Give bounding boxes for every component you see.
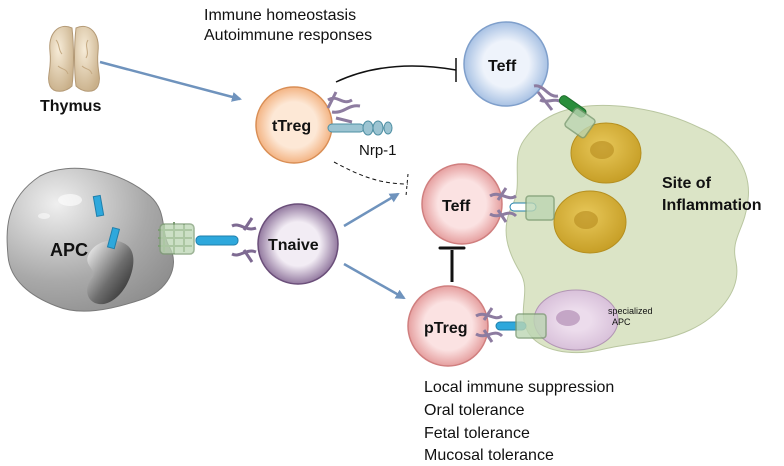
teff-mid-cell — [421, 163, 503, 245]
ptreg-function-2: Oral tolerance — [424, 402, 525, 419]
thymus-organ — [48, 26, 100, 92]
ptreg-inhibits-teff — [438, 246, 466, 282]
teff-top-cell — [463, 21, 549, 107]
ptreg-cell — [407, 285, 489, 367]
ptreg-function-4: Mucosal tolerance — [424, 447, 554, 464]
teff-mid-receptor — [489, 187, 555, 223]
nrp1-receptor — [327, 120, 393, 136]
thymus-to-ttreg-arrow — [99, 60, 242, 102]
specialized-apc-label-2: APC — [612, 317, 631, 327]
ptreg-receptor — [475, 307, 547, 343]
site-label-2: Inflammation — [662, 197, 762, 214]
apc-label: APC — [50, 240, 88, 260]
tnaive-to-ptreg-arrow — [343, 262, 406, 300]
ptreg-label: pTreg — [424, 320, 468, 337]
teff-mid-label: Teff — [442, 198, 471, 215]
teff-top-receptor — [533, 84, 596, 139]
tnaive-to-teff-arrow — [343, 192, 400, 228]
ptreg-function-1: Local immune suppression — [424, 379, 614, 396]
site-label-1: Site of — [662, 175, 712, 192]
mhc-tcr-complex-apc — [158, 217, 257, 263]
tnaive-cell — [257, 203, 339, 285]
ttreg-function-2: Autoimmune responses — [204, 27, 372, 44]
apc-cell — [6, 167, 174, 312]
ptreg-function-3: Fetal tolerance — [424, 425, 530, 442]
ttreg-inhibits-teff-top — [335, 58, 457, 83]
specialized-apc-label-1: specialized — [608, 306, 653, 316]
ttreg-function-1: Immune homeostasis — [204, 7, 356, 24]
tnaive-label: Tnaive — [268, 237, 319, 254]
ttreg-inhibits-teff-mid — [333, 161, 409, 197]
thymus-label: Thymus — [40, 98, 101, 115]
teff-top-label: Teff — [488, 58, 517, 75]
ttreg-label: tTreg — [272, 118, 311, 135]
ttreg-receptor — [326, 91, 361, 124]
nrp1-label: Nrp-1 — [359, 142, 397, 159]
